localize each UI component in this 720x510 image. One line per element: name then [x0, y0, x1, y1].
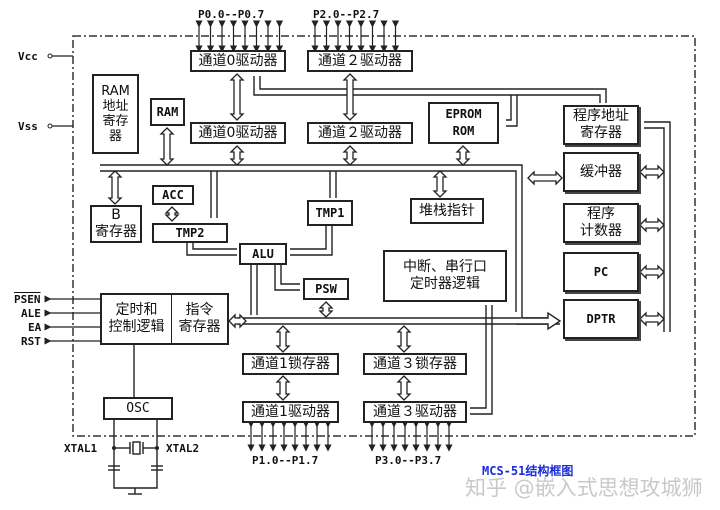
diagram-caption: MCS-51结构框图	[482, 464, 574, 478]
oscillator-block: OSC	[103, 397, 173, 420]
bus-to-instruction-reg	[228, 313, 247, 329]
tmp2-register: TMP2	[152, 223, 228, 243]
ram-address-register: RAM 地址 寄存 器	[92, 74, 139, 154]
buffer-to-right-bus	[639, 164, 665, 180]
watermark: 知乎 @嵌入式思想攻城狮	[465, 476, 703, 500]
ale-pin-label: ALE	[21, 307, 41, 320]
ram-to-internal-bus	[159, 127, 175, 166]
instruction-register: 指令 寄存器	[171, 293, 229, 345]
b-reg-bus	[107, 170, 123, 205]
p2-to-internal-bus	[342, 145, 358, 166]
pc-to-right-bus	[639, 264, 665, 280]
alu-input-paths	[186, 171, 337, 315]
port1-label: P1.0--P1.7	[252, 454, 319, 467]
vcc-terminal	[47, 53, 53, 59]
p2-driver-interlink-bus	[342, 73, 358, 121]
dptr-register: DPTR	[563, 299, 639, 339]
pc-inc-to-right-bus	[639, 217, 665, 233]
bus-to-buffer	[527, 170, 563, 186]
port3-latch: 通道３锁存器	[363, 353, 467, 375]
acc-register: ACC	[152, 185, 194, 205]
psw-register: PSW	[303, 278, 349, 300]
bus-to-dptr	[516, 311, 562, 331]
vcc-label: Vcc	[18, 50, 38, 63]
interrupt-serial-timer-logic: 中断、串行口 定时器逻辑	[383, 250, 507, 302]
p1-latch-to-driver	[275, 375, 291, 401]
ram-block: RAM	[150, 98, 185, 126]
vss-label: Vss	[18, 120, 38, 133]
p0-driver-interlink-bus	[229, 73, 245, 121]
p0-to-internal-bus	[229, 145, 245, 166]
program-address-register: 程序地址 寄存器	[563, 105, 639, 145]
right-address-bus	[644, 121, 671, 332]
port2-driver-top: 通道２驱动器	[307, 50, 413, 72]
port1-driver: 通道1驱动器	[242, 401, 339, 423]
pc-register: PC	[563, 252, 639, 292]
port0-driver-bottom: 通道0驱动器	[190, 122, 286, 144]
xtal1-label: XTAL1	[64, 442, 98, 455]
port0-label: P0.0--P0.7	[198, 8, 265, 21]
internal-bus-upper	[100, 164, 523, 318]
internal-bus-lower	[237, 317, 560, 325]
control-pin-lines	[44, 295, 100, 345]
psw-bus	[318, 301, 334, 318]
buffer-block: 缓冲器	[563, 152, 639, 192]
port0-driver-top: 通道0驱动器	[190, 50, 286, 72]
tmp1-register: TMP1	[307, 200, 353, 226]
port3-driver: 通道３驱动器	[363, 401, 467, 423]
b-register: B 寄存器	[90, 205, 142, 243]
port2-driver-bottom: 通道２驱动器	[307, 122, 413, 144]
xtal2-label: XTAL2	[166, 442, 200, 455]
rst-pin-label: RST	[21, 335, 41, 348]
rom-to-internal-bus	[455, 145, 471, 166]
alu-block: ALU	[239, 243, 287, 265]
timing-control-logic: 定时和 控制逻辑	[100, 293, 172, 345]
stack-pointer: 堆栈指针	[410, 198, 484, 224]
interrupt-to-p3	[470, 305, 493, 415]
crystal-circuit	[108, 420, 163, 495]
program-counter-incrementer: 程序 计数器	[563, 203, 639, 243]
stack-pointer-bus	[432, 170, 448, 198]
dptr-to-right-bus	[639, 311, 665, 327]
port3-label: P3.0--P3.7	[375, 454, 442, 467]
vss-terminal	[47, 123, 53, 129]
psen-pin-label: PSEN	[14, 293, 41, 306]
ea-pin-label: EA	[28, 321, 42, 334]
port2-label: P2.0--P2.7	[313, 8, 380, 21]
port1-latch: 通道1锁存器	[242, 353, 339, 375]
p2-to-addr-bus	[253, 76, 607, 127]
eprom-rom-block: EPROM ROM	[428, 102, 499, 144]
bus-to-p1-latch	[275, 325, 291, 353]
p3-latch-to-driver	[396, 375, 412, 401]
bus-to-p3-latch	[396, 325, 412, 353]
acc-to-tmp2	[164, 206, 180, 222]
